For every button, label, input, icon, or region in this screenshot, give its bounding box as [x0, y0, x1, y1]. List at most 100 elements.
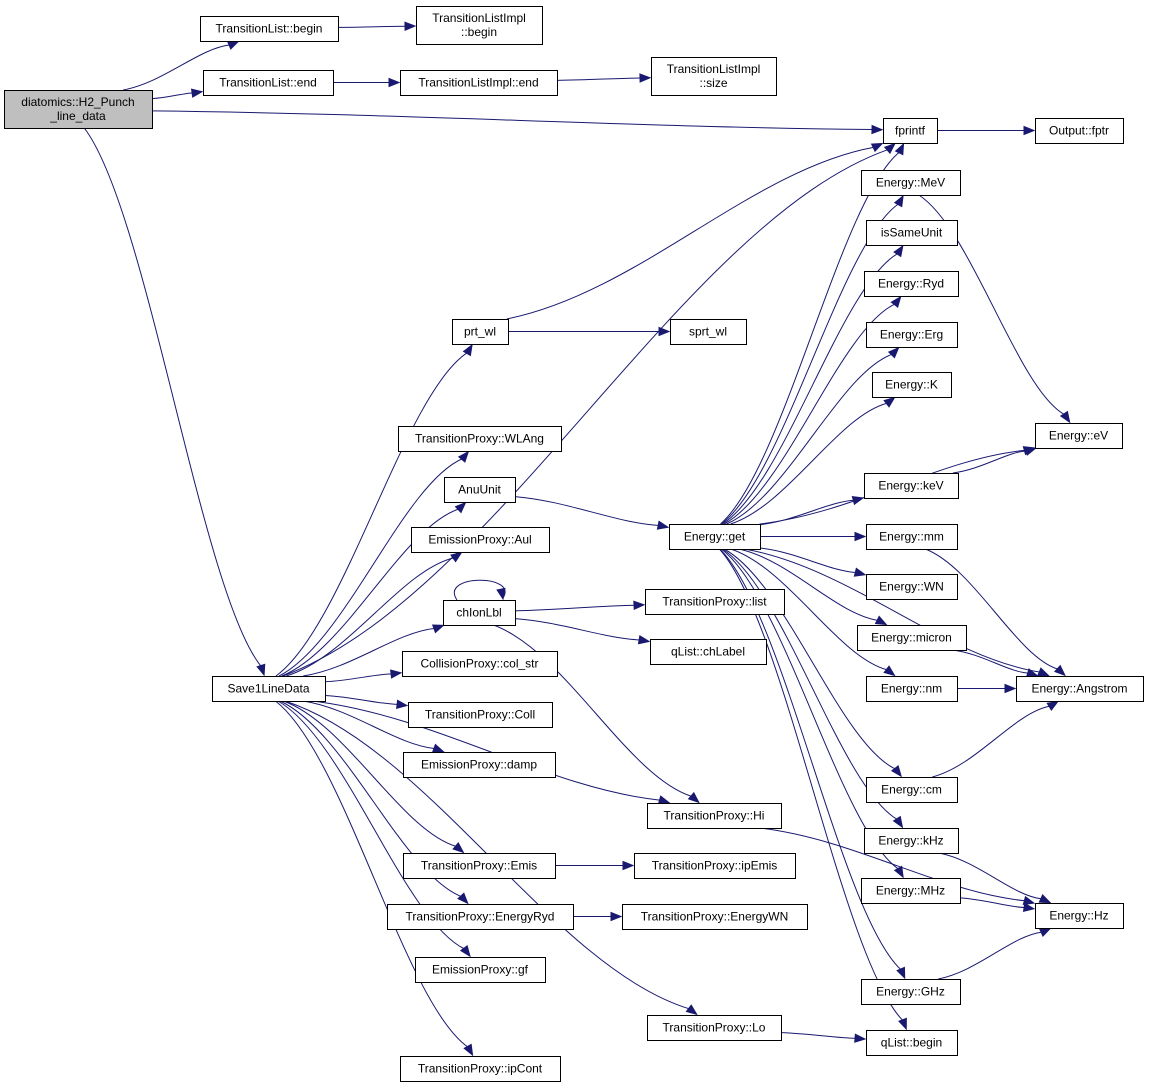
node-box	[861, 979, 961, 1005]
edge-tp_energyryd-to-tp_energywn	[573, 911, 623, 922]
edge-save1-to-ep_damp	[303, 700, 445, 753]
node-label: Energy::K	[885, 378, 938, 392]
node-label: Energy::kHz	[878, 834, 943, 848]
node-label: Energy::keV	[878, 479, 943, 493]
node-e-mev[interactable]: Energy::MeV	[861, 170, 961, 196]
node-tp-list[interactable]: TransitionProxy::list	[645, 589, 785, 615]
edge-tl_end-to-tli_end	[333, 77, 401, 88]
node-cp-colstr[interactable]: CollisionProxy::col_str	[402, 651, 558, 677]
edge-e_nm-to-e_angstrom	[957, 683, 1017, 694]
node-tp-ipemis[interactable]: TransitionProxy::ipEmis	[634, 853, 796, 879]
node-e-khz[interactable]: Energy::kHz	[864, 828, 959, 854]
node-e-ev[interactable]: Energy::eV	[1035, 423, 1123, 449]
node-prt-wl[interactable]: prt_wl	[452, 319, 509, 345]
node-e-mm[interactable]: Energy::mm	[866, 524, 958, 550]
node-box	[866, 777, 958, 803]
edge-e_micron-to-e_angstrom	[952, 649, 1039, 678]
node-e-kev[interactable]: Energy::keV	[864, 473, 959, 499]
node-e-ghz[interactable]: Energy::GHz	[861, 979, 961, 1005]
node-label: AnuUnit	[458, 483, 501, 497]
node-label: sprt_wl	[689, 325, 727, 339]
node-label: EmissionProxy::Aul	[428, 533, 531, 547]
node-sprt-wl[interactable]: sprt_wl	[670, 319, 747, 345]
node-tp-wlang[interactable]: TransitionProxy::WLAng	[398, 426, 562, 452]
node-label: ::size	[699, 76, 727, 90]
node-tp-hi[interactable]: TransitionProxy::Hi	[647, 803, 782, 829]
node-box	[650, 639, 767, 665]
node-e-erg[interactable]: Energy::Erg	[866, 322, 958, 348]
node-e-hz[interactable]: Energy::Hz	[1035, 903, 1124, 929]
node-ep-aul[interactable]: EmissionProxy::Aul	[411, 527, 550, 553]
node-issameunit[interactable]: isSameUnit	[866, 220, 958, 246]
node-e-ryd[interactable]: Energy::Ryd	[864, 271, 959, 297]
node-label: qList::begin	[881, 1036, 942, 1050]
node-tp-energyryd[interactable]: TransitionProxy::EnergyRyd	[387, 904, 574, 930]
node-chionlbl[interactable]: chIonLbl	[443, 600, 516, 626]
edges-layer	[83, 21, 1071, 1057]
node-box	[444, 477, 516, 503]
edge-prt_wl-to-fprintf	[506, 142, 884, 320]
node-label: EmissionProxy::gf	[432, 963, 529, 977]
node-e-cm[interactable]: Energy::cm	[866, 777, 958, 803]
node-tp-ipcont[interactable]: TransitionProxy::ipCont	[400, 1056, 561, 1082]
node-label: Energy::nm	[881, 682, 942, 696]
edge-save1-to-tp_coll	[324, 694, 409, 709]
node-qlist-chlabel[interactable]: qList::chLabel	[650, 639, 767, 665]
edge-e_get-to-e_angstrom	[744, 548, 1050, 677]
node-label: Energy::GHz	[876, 985, 945, 999]
node-tp-emis[interactable]: TransitionProxy::Emis	[403, 853, 556, 879]
node-label: Energy::Ryd	[878, 277, 944, 291]
node-label: TransitionProxy::Hi	[664, 809, 765, 823]
node-box	[387, 904, 574, 930]
node-box	[647, 803, 782, 829]
node-e-get[interactable]: Energy::get	[669, 524, 761, 550]
edge-e_cm-to-e_angstrom	[932, 700, 1060, 778]
edge-save1-to-chionlbl	[303, 624, 445, 677]
node-label: TransitionListImpl	[432, 11, 526, 25]
node-tli-end[interactable]: TransitionListImpl::end	[400, 70, 558, 96]
node-box	[400, 70, 558, 96]
node-tli-begin[interactable]: TransitionListImpl::begin	[416, 6, 543, 45]
node-tl-end[interactable]: TransitionList::end	[203, 70, 334, 96]
edge-save1-to-tp_energyryd	[279, 700, 469, 905]
node-output-fptr[interactable]: Output::fptr	[1035, 118, 1124, 144]
edge-fprintf-to-output_fptr	[937, 125, 1036, 136]
node-label: TransitionProxy::ipEmis	[652, 859, 778, 873]
node-anuunit[interactable]: AnuUnit	[444, 477, 516, 503]
node-e-k[interactable]: Energy::K	[872, 372, 952, 398]
node-box	[400, 1056, 561, 1082]
edge-save1-to-tp_emis	[283, 700, 465, 854]
node-box	[651, 57, 777, 96]
node-tli-size[interactable]: TransitionListImpl::size	[651, 57, 777, 96]
node-tp-lo[interactable]: TransitionProxy::Lo	[647, 1015, 782, 1041]
node-ep-damp[interactable]: EmissionProxy::damp	[403, 752, 556, 778]
node-box	[4, 90, 153, 129]
node-tp-energywn[interactable]: TransitionProxy::EnergyWN	[622, 904, 808, 930]
edge-e_mm-to-e_angstrom	[925, 548, 1066, 677]
node-e-mhz[interactable]: Energy::MHz	[861, 878, 961, 904]
node-e-wn[interactable]: Energy::WN	[866, 574, 958, 600]
node-tp-coll[interactable]: TransitionProxy::Coll	[408, 702, 553, 728]
node-h2[interactable]: diatomics::H2_Punch_line_data	[4, 90, 153, 129]
node-label: TransitionProxy::Coll	[425, 708, 535, 722]
node-tl-begin[interactable]: TransitionList::begin	[200, 16, 339, 42]
edge-e_get-to-e_kev	[759, 496, 865, 526]
edge-e_get-to-e_mm	[759, 531, 867, 542]
node-label: TransitionProxy::WLAng	[415, 432, 544, 446]
edge-save1-to-tp_wlang	[278, 450, 470, 677]
node-e-angstrom[interactable]: Energy::Angstrom	[1016, 676, 1144, 702]
node-save1[interactable]: Save1LineData	[212, 676, 326, 702]
node-e-micron[interactable]: Energy::micron	[857, 625, 967, 651]
node-box	[212, 676, 326, 702]
node-ep-gf[interactable]: EmissionProxy::gf	[415, 957, 546, 983]
node-e-nm[interactable]: Energy::nm	[866, 676, 958, 702]
node-box	[866, 524, 958, 550]
edge-e_get-to-e_erg	[726, 346, 900, 525]
edge-e_get-to-e_cm	[723, 548, 902, 778]
node-fprintf[interactable]: fprintf	[883, 118, 938, 144]
node-qlist-begin[interactable]: qList::begin	[866, 1030, 958, 1056]
edge-e_khz-to-e_hz	[938, 852, 1052, 904]
node-box	[443, 600, 516, 626]
node-label: Energy::MeV	[876, 176, 945, 190]
